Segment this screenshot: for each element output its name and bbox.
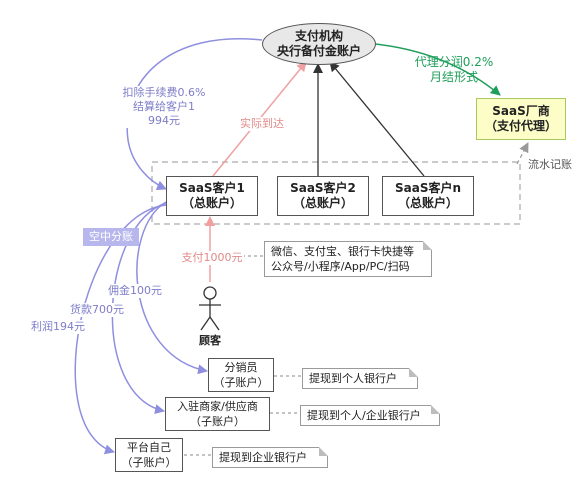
channels-note-line1: 微信、支付宝、银行卡快捷等	[271, 245, 414, 258]
deduct-fee-line1: 扣除手续费0.6%	[122, 86, 206, 99]
payment-org-title: 支付机构	[294, 29, 343, 43]
saas-vendor-title: SaaS厂商	[492, 104, 550, 118]
saas-customer-1-title: SaaS客户1	[179, 181, 245, 195]
saas-customer-n-node: SaaS客户n （总账户）	[382, 176, 474, 216]
withdraw-personal-or-corp-note: 提现到个人/企业银行户	[300, 405, 440, 426]
saas-vendor-subtitle: （支付代理）	[484, 119, 557, 133]
withdraw-corp-note: 提现到企业银行户	[212, 447, 328, 468]
saas-customer-2-node: SaaS客户2 （总账户）	[277, 176, 369, 216]
channels-note-line2: 公众号/小程序/App/PC/扫码	[271, 260, 410, 273]
saas-vendor-node: SaaS厂商 （支付代理）	[476, 98, 566, 140]
actual-arrival-label: 实际到达	[237, 117, 287, 131]
goods-payment-label: 货款700元	[68, 303, 126, 317]
deduct-fee-label: 扣除手续费0.6% 结算给客户1 994元	[118, 86, 210, 128]
payment-org-subtitle: 央行备付金账户	[276, 44, 361, 58]
merchant-node: 入驻商家/供应商 （子账户）	[165, 397, 270, 431]
distributor-node: 分销员 （子账户）	[208, 358, 274, 392]
platform-node: 平台自己 （子账户）	[115, 438, 183, 472]
proxy-profit-line2: 月结形式	[429, 70, 478, 84]
customer-group-border	[151, 161, 521, 225]
merchant-subtitle: （子账户）	[190, 415, 245, 428]
consumer-label: 顾客	[199, 334, 221, 347]
saas-customer-n-subtitle: （总账户）	[397, 196, 458, 210]
merchant-title: 入驻商家/供应商	[177, 400, 258, 413]
proxy-profit-line1: 代理分润0.2%	[414, 55, 494, 69]
saas-customer-1-node: SaaS客户1 （总账户）	[166, 176, 258, 216]
deduct-fee-line2: 结算给客户1	[133, 100, 195, 113]
arrow-group-to-vendor	[516, 142, 529, 165]
payment-org-node: 支付机构 央行备付金账户	[262, 23, 376, 65]
platform-subtitle: （子账户）	[121, 456, 177, 469]
arrow-customern-to-org	[329, 61, 425, 177]
profit-label: 利润194元	[29, 320, 87, 334]
proxy-profit-label: 代理分润0.2% 月结形式	[412, 55, 496, 85]
consumer-person-icon	[199, 286, 221, 331]
distributor-title: 分销员	[224, 361, 258, 374]
commission-label: 佣金100元	[106, 284, 164, 298]
saas-customer-2-subtitle: （总账户）	[292, 196, 353, 210]
saas-customer-1-subtitle: （总账户）	[181, 196, 242, 210]
arrow-org-to-vendor	[374, 43, 501, 96]
pay-amount-label: 支付1000元	[180, 251, 244, 265]
withdraw-personal-note: 提现到个人银行户	[302, 368, 418, 389]
platform-title: 平台自己	[127, 441, 171, 454]
saas-customer-n-title: SaaS客户n	[394, 181, 462, 195]
ledger-label: 流水记账	[525, 158, 575, 172]
air-split-badge: 空中分账	[83, 228, 139, 246]
distributor-subtitle: （子账户）	[213, 376, 269, 389]
saas-customer-2-title: SaaS客户2	[290, 181, 356, 195]
channels-note: 微信、支付宝、银行卡快捷等 公众号/小程序/App/PC/扫码	[264, 241, 432, 277]
deduct-fee-line3: 994元	[148, 114, 180, 127]
